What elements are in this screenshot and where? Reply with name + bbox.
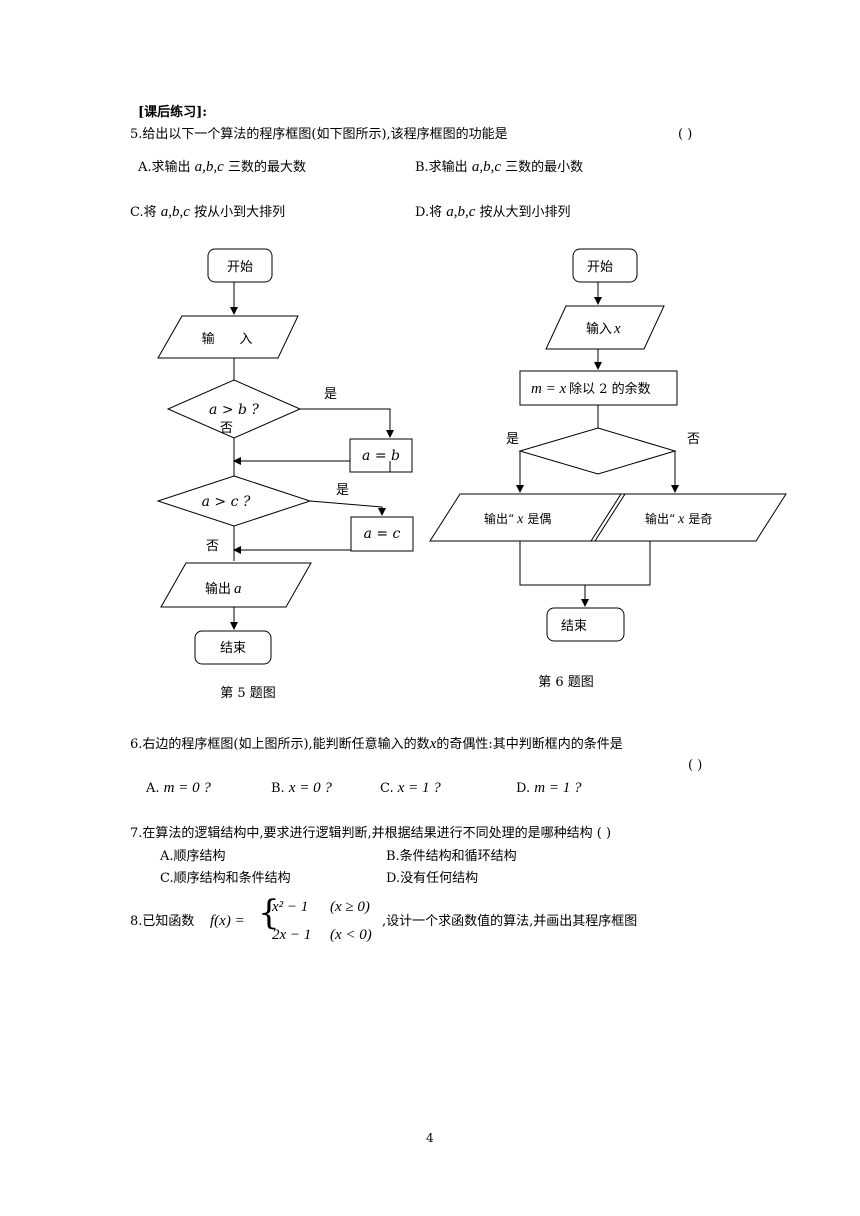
q7-option-c: C.顺序结构和条件结构 bbox=[160, 871, 291, 886]
fig6-input-box bbox=[545, 305, 665, 350]
fig5-decision-2-yes: 是 bbox=[336, 483, 349, 498]
fig6-decision bbox=[518, 427, 677, 475]
fig5-assign-2-label: a = c bbox=[364, 526, 401, 542]
q5-stem: 5.给出以下一个算法的程序框图(如下图所示),该程序框图的功能是 bbox=[130, 127, 508, 142]
fig5-input-label: 输 入 bbox=[202, 331, 253, 347]
fig6-caption: 第 6 题图 bbox=[538, 675, 594, 690]
fig5-decision-1-label: a > b ? bbox=[209, 402, 259, 418]
q5-option-a: A.求输出 a,b,c 三数的最大数 bbox=[138, 159, 306, 175]
q7-option-a: A.顺序结构 bbox=[160, 849, 226, 864]
fig5-assign-1-label: a = b bbox=[362, 448, 400, 464]
q5-option-d: D.将 a,b,c 按从大到小排列 bbox=[415, 204, 571, 220]
fig5-input-box bbox=[157, 315, 299, 359]
q8-prefix: 8.已知函数 bbox=[130, 914, 195, 929]
q6-option-c: C. x = 1 ? bbox=[380, 780, 441, 796]
fig5-decision-1-yes: 是 bbox=[324, 387, 337, 402]
fig5-decision-2-no: 否 bbox=[206, 539, 219, 554]
q7-option-d: D.没有任何结构 bbox=[386, 871, 479, 886]
q6-option-b: B. x = 0 ? bbox=[271, 780, 332, 796]
flowcharts: 开始 输 入 a > b ? 是 否 a = b a > c ? 是 否 a =… bbox=[156, 248, 787, 701]
fig5-start-box bbox=[207, 248, 273, 283]
q6-answer-paren: ( ) bbox=[688, 758, 703, 773]
q8-suffix: ,设计一个求函数值的算法,并画出其程序框图 bbox=[382, 914, 638, 929]
fig5-assign-1 bbox=[349, 438, 413, 473]
q7-stem: 7.在算法的逻辑结构中,要求进行逻辑判断,并根据结果进行不同处理的是哪种结构 (… bbox=[130, 826, 612, 841]
fig5-decision-2-label: a > c ? bbox=[202, 494, 251, 510]
q8-case1-expr: x² − 1 bbox=[272, 899, 309, 915]
fig5-caption: 第 5 题图 bbox=[220, 686, 276, 701]
q8-function: f(x) = bbox=[210, 913, 245, 929]
fig5-decision-1-no: 否 bbox=[220, 421, 233, 436]
q6-option-d: D. m = 1 ? bbox=[516, 780, 582, 796]
fig5-end-box bbox=[194, 630, 272, 665]
fig5-output-box bbox=[160, 562, 312, 608]
q8-case2-cond: (x < 0) bbox=[330, 927, 372, 943]
fig6-no-label: 否 bbox=[687, 432, 700, 447]
fig5-start-label: 开始 bbox=[227, 260, 253, 275]
fig6-output-odd bbox=[590, 493, 787, 542]
fig6-yes-label: 是 bbox=[506, 432, 519, 447]
q8-case1-cond: (x ≥ 0) bbox=[330, 899, 370, 915]
q5-option-c: C.将 a,b,c 按从小到大排列 bbox=[130, 204, 286, 220]
page-number: 4 bbox=[426, 1131, 434, 1145]
fig6-start-box bbox=[572, 248, 638, 283]
fig5-end-label: 结束 bbox=[220, 641, 246, 656]
q8-brace: { bbox=[258, 893, 280, 933]
fig6-end-box bbox=[546, 607, 625, 642]
fig5-assign-2 bbox=[350, 516, 414, 552]
q8-case2-expr: 2x − 1 bbox=[272, 927, 312, 943]
q5-option-b: B.求输出 a,b,c 三数的最小数 bbox=[415, 159, 584, 175]
q6-stem: 6.右边的程序框图(如上图所示),能判断任意输入的数x的奇偶性:其中判断框内的条… bbox=[130, 736, 623, 752]
q6-option-a: A. m = 0 ? bbox=[146, 780, 211, 796]
section-title: [课后练习]: bbox=[138, 105, 208, 120]
q5-answer-paren: ( ) bbox=[678, 127, 693, 142]
fig6-end-label: 结束 bbox=[561, 619, 587, 634]
q7-option-b: B.条件结构和循环结构 bbox=[386, 849, 517, 864]
fig6-start-label: 开始 bbox=[587, 260, 613, 275]
